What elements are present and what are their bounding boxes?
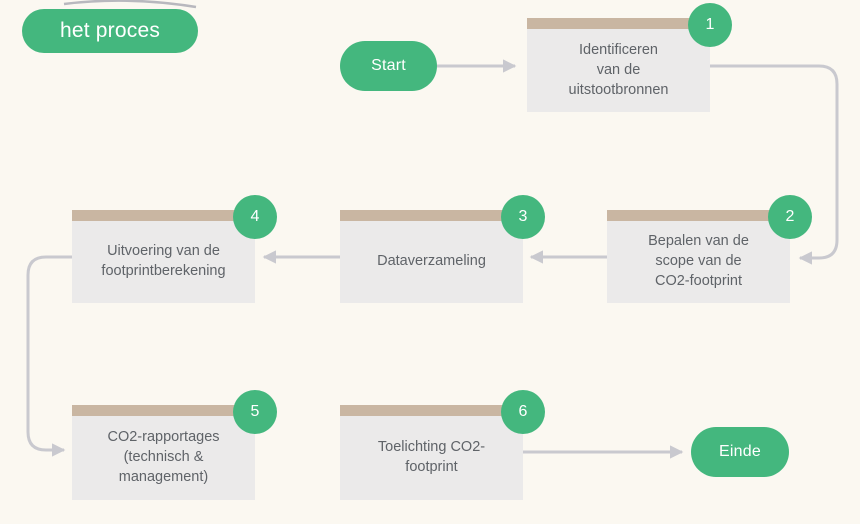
step-topbar bbox=[72, 405, 255, 416]
step-number-badge-3: 3 bbox=[501, 195, 545, 239]
step-topbar bbox=[527, 18, 710, 29]
step-box-6: 6 Toelichting CO2- footprint bbox=[340, 390, 545, 500]
step-number: 6 bbox=[518, 403, 528, 420]
page-title: het proces bbox=[22, 9, 198, 53]
step-label-2: Bepalen van de scope van de CO2-footprin… bbox=[648, 233, 749, 289]
step-number: 4 bbox=[250, 208, 260, 225]
start-node: Start bbox=[340, 41, 437, 91]
step-number: 2 bbox=[785, 208, 795, 225]
step-box-2: 2 Bepalen van de scope van de CO2-footpr… bbox=[607, 195, 812, 303]
step-topbar bbox=[340, 210, 523, 221]
step-number: 1 bbox=[705, 16, 715, 33]
end-node: Einde bbox=[691, 427, 789, 477]
step-topbar bbox=[72, 210, 255, 221]
decorative-arc bbox=[63, 0, 197, 9]
page-title-label: het proces bbox=[59, 19, 161, 42]
step-label-4: Uitvoering van de footprintberekening bbox=[101, 243, 226, 279]
step-number-badge-5: 5 bbox=[233, 390, 277, 434]
step-number-badge-4: 4 bbox=[233, 195, 277, 239]
step-box-1: 1 Identificeren van de uitstootbronnen bbox=[527, 3, 732, 112]
arrow-step4-to-step5 bbox=[26, 255, 72, 457]
start-label: Start bbox=[371, 57, 406, 74]
step-box-3: 3 Dataverzameling bbox=[340, 195, 545, 303]
step-topbar bbox=[607, 210, 790, 221]
end-label: Einde bbox=[719, 443, 761, 460]
step-label-5: CO2-rapportages (technisch & management) bbox=[107, 429, 220, 485]
step-number-badge-2: 2 bbox=[768, 195, 812, 239]
step-label-6: Toelichting CO2- footprint bbox=[377, 439, 486, 475]
step-number: 5 bbox=[250, 403, 260, 420]
step-number: 3 bbox=[518, 208, 528, 225]
step-label-3: Dataverzameling bbox=[377, 253, 486, 269]
step-topbar bbox=[340, 405, 523, 416]
step-box-5: 5 CO2-rapportages (technisch & managemen… bbox=[72, 390, 277, 500]
step-box-4: 4 Uitvoering van de footprintberekening bbox=[72, 195, 277, 303]
step-label-1: Identificeren van de uitstootbronnen bbox=[568, 41, 669, 98]
step-number-badge-6: 6 bbox=[501, 390, 545, 434]
step-number-badge-1: 1 bbox=[688, 3, 732, 47]
